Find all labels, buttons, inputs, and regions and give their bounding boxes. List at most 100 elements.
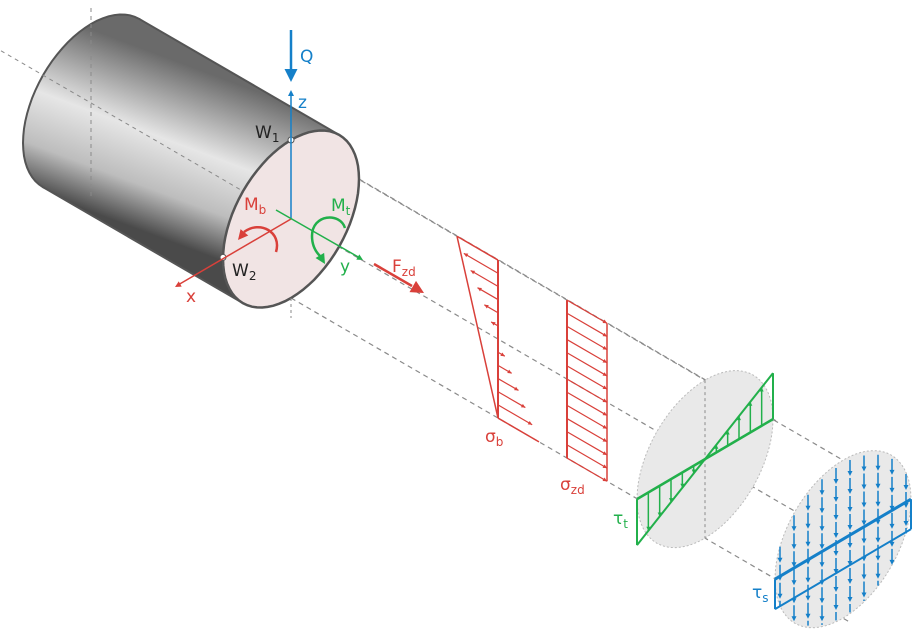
label-x-axis: x — [186, 287, 196, 307]
x-axis-arrow-icon — [175, 281, 182, 287]
sigma-zd-arrowhead-icon — [602, 319, 607, 324]
tau-s-arrowhead-icon — [819, 508, 825, 514]
tau-s-arrowhead-icon — [805, 505, 811, 511]
sigma-zd-arrowhead-icon — [602, 424, 607, 429]
tau-s-arrowhead-icon — [833, 514, 839, 520]
tau-s-arrowhead-icon — [833, 478, 839, 484]
tau-s-arrowhead-icon — [861, 574, 867, 580]
tau-s-arrowhead-icon — [847, 489, 853, 495]
sigma-b-arrowhead-icon — [520, 403, 526, 408]
tau-t-arrowhead-icon — [759, 387, 764, 392]
sigma-zd-arrowhead-icon — [602, 385, 607, 390]
coordinate-axes — [175, 30, 424, 293]
tau-s-arrowhead-icon — [875, 573, 881, 579]
label-Q: Q — [300, 47, 313, 67]
tau-s-arrowhead-icon — [777, 557, 783, 563]
tau-s-arrowhead-icon — [861, 466, 867, 472]
sigma-b-envelope — [456, 236, 499, 419]
tau-s-arrowhead-icon — [875, 537, 881, 543]
sigma-b-arrowhead-icon — [484, 304, 489, 309]
tau-s-arrowhead-icon — [889, 469, 895, 475]
tau-s-arrowhead-icon — [889, 541, 895, 547]
tau-t-arrowhead-icon — [646, 526, 651, 531]
label-z-axis: z — [298, 93, 307, 113]
tau-s-arrowhead-icon — [847, 507, 853, 513]
tau-s-arrowhead-icon — [847, 579, 853, 585]
tau-t-arrowhead-icon — [725, 430, 730, 435]
tau-s-arrowhead-icon — [819, 616, 825, 622]
tau-s-arrowhead-icon — [805, 541, 811, 547]
tau-s-arrowhead-icon — [833, 496, 839, 502]
cylinder-edge-bottom — [42, 186, 244, 304]
tau-s-arrowhead-icon — [791, 580, 797, 586]
sigma-b-arrowhead-icon — [477, 287, 482, 292]
sigma-b-arrowhead-icon — [507, 369, 512, 374]
force-Fzd — [373, 262, 413, 288]
tau-s-arrowhead-icon — [875, 465, 881, 471]
label-y-axis: y — [340, 257, 350, 277]
tau-s-arrowhead-icon — [847, 597, 853, 603]
moment-Mb — [243, 226, 279, 253]
tau-s-arrowhead-icon — [791, 544, 797, 550]
sigma-zd-arrowhead-icon — [602, 398, 607, 403]
sigma-zd-arrow — [566, 431, 608, 456]
tau-s-arrowhead-icon — [847, 525, 853, 531]
label-sigma-zd: σzd — [560, 475, 585, 497]
tau-s-arrowhead-icon — [833, 550, 839, 556]
sigma-zd-arrow — [566, 365, 608, 390]
sigma-zd-arrow — [566, 378, 608, 403]
tau-s-arrowhead-icon — [805, 595, 811, 601]
cylinder-edge-top — [138, 18, 340, 136]
z-axis-arrow-icon — [288, 90, 294, 96]
tau-s-arrowhead-icon — [889, 559, 895, 565]
tau-s-arrowhead-icon — [903, 485, 909, 491]
tau-s-arrowhead-icon — [847, 543, 853, 549]
sigma-zd-arrowhead-icon — [602, 451, 607, 455]
sigma-zd-arrow — [566, 457, 608, 482]
label-tau-s: τs — [752, 583, 769, 605]
tau-t-arrowhead-icon — [691, 469, 696, 474]
sigma-zd-arrowhead-icon — [602, 332, 607, 337]
tau-s-arrowhead-icon — [889, 487, 895, 493]
label-sigma-b: σb — [485, 427, 503, 449]
sigma-zd-arrowhead-icon — [602, 464, 607, 469]
tau-s-arrowhead-icon — [861, 520, 867, 526]
moment-Mt — [310, 216, 347, 257]
sigma-b-arrow — [497, 391, 526, 409]
tau-s-arrowhead-icon — [805, 577, 811, 583]
tau-s-arrowhead-icon — [889, 505, 895, 511]
tau-s-arrowhead-icon — [777, 593, 783, 599]
sigma-zd-arrowhead-icon — [602, 359, 607, 363]
sigma-b-arrowhead-icon — [470, 270, 476, 275]
sigma-b-arrow — [470, 270, 499, 287]
tau-s-arrowhead-icon — [819, 544, 825, 550]
sigma-b-arrowhead-icon — [500, 352, 505, 357]
tau-s-arrowhead-icon — [847, 561, 853, 567]
force-Fzd-arrow-icon — [409, 280, 424, 293]
label-W2: W2 — [232, 261, 256, 283]
sigma-zd-arrowhead-icon — [602, 372, 607, 376]
sigma-zd-arrow — [566, 299, 608, 324]
moment-Mt-arrow-icon — [315, 252, 325, 264]
tau-t-arrowhead-icon — [680, 483, 685, 488]
tau-s-envelope — [774, 528, 912, 611]
tau-s-arrowhead-icon — [875, 483, 881, 489]
y-axis-arrow-icon — [356, 254, 363, 260]
tau-s-baseline — [774, 497, 912, 581]
tau-t-arrowhead-icon — [657, 512, 662, 517]
sigma-zd-arrow — [566, 325, 608, 351]
tau-s-arrowhead-icon — [819, 598, 825, 604]
sigma-zd-arrow — [566, 391, 608, 416]
force-Q-arrow-icon — [284, 69, 298, 82]
label-Fzd: Fzd — [392, 257, 416, 279]
tau-s-arrowhead-icon — [861, 502, 867, 508]
tau-s-arrowhead-icon — [791, 616, 797, 622]
label-W1: W1 — [255, 123, 279, 145]
tau-t-arrowhead-icon — [669, 498, 673, 503]
tau-s-arrowhead-icon — [875, 501, 881, 507]
tau-s-arrowhead-icon — [819, 562, 825, 568]
sigma-zd-arrow — [566, 339, 608, 364]
sigma-b-bottom-edge — [497, 417, 540, 443]
tau-s-arrowhead-icon — [889, 523, 895, 529]
